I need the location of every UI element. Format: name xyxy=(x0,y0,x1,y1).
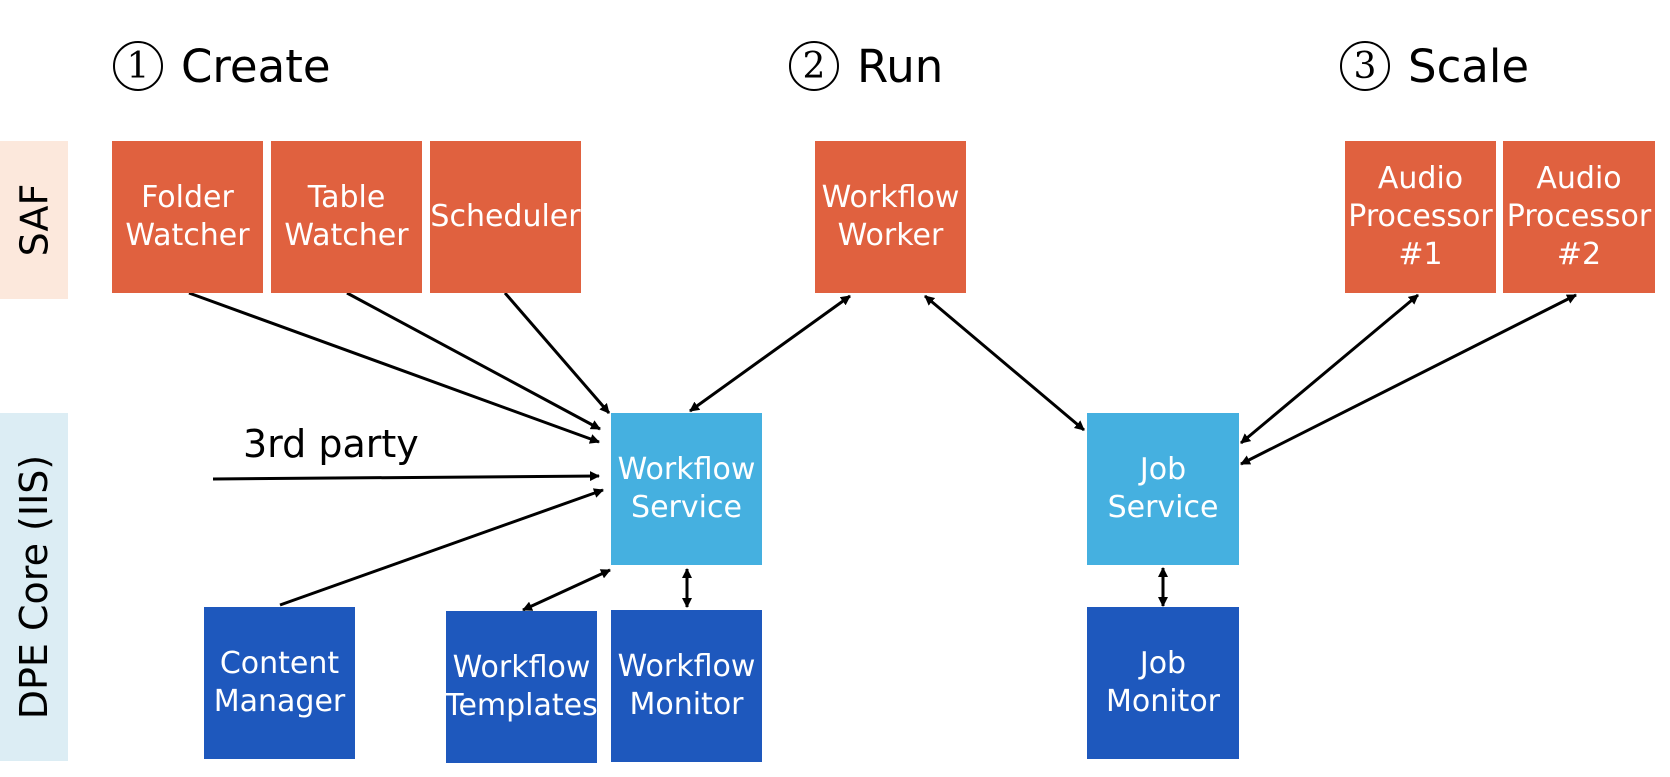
workflow-worker-box: Workflow Worker xyxy=(815,141,966,293)
phase-create-heading: 1 Create xyxy=(113,34,331,98)
audio-processor-2-box: Audio Processor #2 xyxy=(1503,141,1655,293)
arrow-workflow-service-workflow-worker xyxy=(689,294,851,413)
arrow-workflow-worker-job-service xyxy=(924,294,1085,432)
phase-run-heading: 2 Run xyxy=(789,34,943,98)
arrow-table-watcher-to-workflow-service xyxy=(346,291,601,431)
workflow-templates-box: Workflow Templates xyxy=(445,611,598,763)
table-watcher-box: Table Watcher xyxy=(271,141,422,293)
arrow-workflow-service-workflow-templates xyxy=(522,568,611,612)
workflow-service-box: Workflow Service xyxy=(611,413,762,565)
job-service-box: Job Service xyxy=(1087,413,1239,565)
folder-watcher-box: Folder Watcher xyxy=(112,141,263,293)
phase-label-create: Create xyxy=(181,39,331,93)
third-party-label: 3rd party xyxy=(243,422,419,466)
job-monitor-box: Job Monitor xyxy=(1087,607,1239,759)
scheduler-box: Scheduler xyxy=(430,141,581,293)
audio-processor-1-box: Audio Processor #1 xyxy=(1345,141,1496,293)
arrow-content-manager-to-workflow-service xyxy=(279,488,604,607)
workflow-monitor-box: Workflow Monitor xyxy=(611,610,762,762)
content-manager-box: Content Manager xyxy=(204,607,355,759)
phase-number-3: 3 xyxy=(1340,41,1390,91)
phase-number-1: 1 xyxy=(113,41,163,91)
arrow-third-party-to-workflow-service xyxy=(212,471,600,482)
phase-label-run: Run xyxy=(857,39,944,93)
saf-layer-band: SAF xyxy=(0,141,68,299)
arrow-scheduler-to-workflow-service xyxy=(503,292,611,414)
arrow-job-service-audio-processor-2 xyxy=(1240,293,1577,466)
arrow-folder-watcher-to-workflow-service xyxy=(188,291,600,444)
core-layer-band: DPE Core (IIS) xyxy=(0,413,68,761)
phase-scale-heading: 3 Scale xyxy=(1340,34,1529,98)
phase-number-2: 2 xyxy=(789,41,839,91)
phase-label-scale: Scale xyxy=(1408,39,1530,93)
